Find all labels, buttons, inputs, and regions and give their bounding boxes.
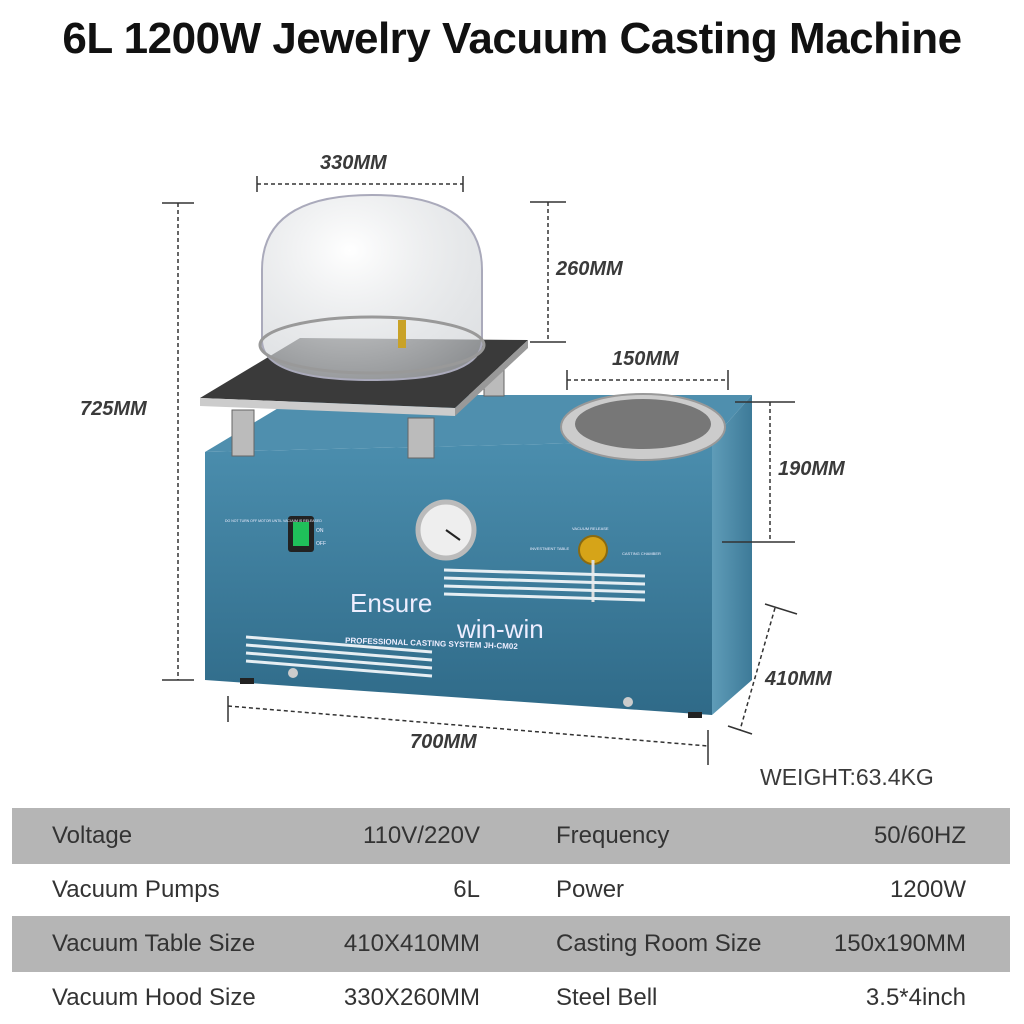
table-row: Vacuum Hood Size 330X260MM Steel Bell 3.… bbox=[12, 972, 1010, 1024]
spec-label: Vacuum Table Size bbox=[52, 930, 256, 957]
valve-top-label: VACUUM RELEASE bbox=[572, 526, 609, 531]
spec-value: 1200W bbox=[889, 876, 966, 903]
vacuum-release-valve bbox=[578, 535, 608, 565]
switch-off-label: OFF bbox=[316, 541, 326, 547]
dim-chamber-width: 150MM bbox=[612, 348, 679, 370]
valve-left-label: INVESTMENT TABLE bbox=[530, 546, 569, 551]
spec-label: Vacuum Hood Size bbox=[52, 984, 256, 1011]
brand-line1: Ensure bbox=[350, 588, 432, 618]
dim-dome-width: 330MM bbox=[320, 152, 387, 174]
spec-value: 6L bbox=[453, 876, 480, 903]
springs bbox=[231, 367, 505, 459]
table-row: Voltage 110V/220V Frequency 50/60HZ bbox=[12, 808, 1010, 864]
warning-label: DO NOT TURN OFF MOTOR UNTIL VACUUM IS RE… bbox=[225, 519, 322, 523]
body-side bbox=[712, 395, 752, 715]
spec-value: 410X410MM bbox=[343, 930, 480, 957]
dim-dome-height: 260MM bbox=[556, 258, 623, 280]
vacuum-dome bbox=[261, 193, 483, 382]
spec-value: 110V/220V bbox=[363, 822, 480, 849]
page-title: 6L 1200W Jewelry Vacuum Casting Machine bbox=[62, 14, 962, 63]
spec-label: Vacuum Pumps bbox=[52, 876, 220, 903]
spec-label: Power bbox=[556, 876, 625, 903]
table-row: Vacuum Table Size 410X410MM Casting Room… bbox=[12, 916, 1010, 972]
switch-on-label: ON bbox=[316, 528, 324, 534]
spec-value: 50/60HZ bbox=[873, 822, 966, 849]
table-row: Vacuum Pumps 6L Power 1200W bbox=[12, 864, 1010, 916]
spec-label: Voltage bbox=[52, 822, 133, 849]
dim-depth: 410MM bbox=[765, 668, 832, 690]
spec-label: Frequency bbox=[556, 822, 670, 849]
spec-value: 150x190MM bbox=[833, 930, 966, 957]
spec-value: 3.5*4inch bbox=[865, 984, 966, 1011]
spec-label: Steel Bell bbox=[556, 984, 658, 1011]
spec-label: Casting Room Size bbox=[556, 930, 762, 957]
spec-table: Voltage 110V/220V Frequency 50/60HZ Vacu… bbox=[12, 808, 1010, 1024]
brand-line2: win-win bbox=[456, 614, 544, 644]
dim-length: 700MM bbox=[410, 731, 477, 753]
spec-value: 330X260MM bbox=[343, 984, 480, 1011]
dimension-lines bbox=[162, 176, 798, 765]
weight-label: WEIGHT:63.4KG bbox=[760, 764, 934, 790]
machine-illustration: Ensure win-win PROFESSIONAL CASTING SYST… bbox=[162, 176, 798, 765]
dim-chamber-depth: 190MM bbox=[778, 458, 845, 480]
dim-total-height: 725MM bbox=[80, 398, 147, 420]
valve-right-label: CASTING CHAMBER bbox=[622, 551, 661, 556]
